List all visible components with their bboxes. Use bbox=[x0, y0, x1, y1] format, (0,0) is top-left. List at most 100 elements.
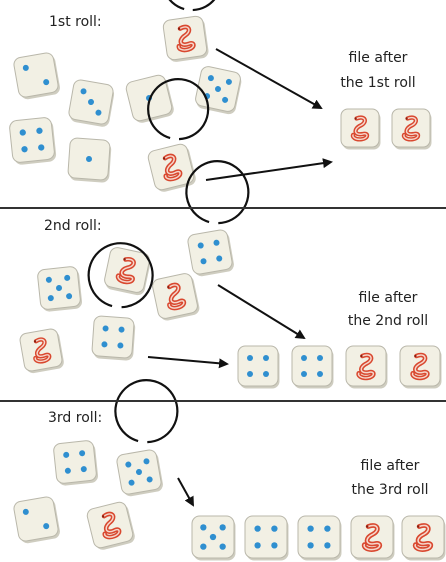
pip bbox=[21, 146, 28, 153]
pip bbox=[118, 326, 125, 333]
pip bbox=[324, 542, 331, 549]
pip bbox=[254, 542, 261, 549]
file-3-die bbox=[244, 515, 289, 561]
roll-2-arrow-b bbox=[147, 356, 229, 369]
roll-2-die bbox=[104, 247, 151, 296]
pip bbox=[80, 88, 87, 95]
pip bbox=[200, 258, 207, 265]
pip bbox=[86, 156, 92, 162]
file-2-die bbox=[291, 345, 334, 389]
roll-3-die bbox=[13, 496, 60, 544]
pip bbox=[66, 293, 73, 300]
roll-1-die bbox=[162, 15, 209, 62]
highlight-ring bbox=[87, 242, 154, 309]
roll-1-arrow-b bbox=[205, 158, 333, 181]
pip bbox=[64, 274, 71, 281]
roll-3-label: 3rd roll: bbox=[48, 410, 103, 426]
pip bbox=[225, 78, 232, 85]
pip bbox=[213, 239, 220, 246]
roll-1-arrow-a bbox=[215, 48, 323, 109]
divider-2 bbox=[0, 400, 446, 402]
file-1-die bbox=[340, 108, 381, 150]
roll-2-die bbox=[37, 266, 83, 312]
roll-1-die bbox=[125, 74, 174, 123]
pip bbox=[36, 127, 43, 134]
worm-icon bbox=[162, 153, 183, 182]
pip bbox=[271, 525, 278, 532]
pip bbox=[102, 325, 109, 332]
pip bbox=[64, 467, 71, 474]
roll-1-die bbox=[68, 79, 115, 127]
file-3-die bbox=[191, 515, 236, 561]
pip bbox=[47, 295, 54, 302]
roll-1-die bbox=[67, 137, 112, 183]
pip bbox=[247, 355, 253, 361]
pip bbox=[95, 109, 102, 116]
roll-2-label: 2nd roll: bbox=[44, 218, 102, 234]
roll-1-die bbox=[147, 143, 196, 192]
pip bbox=[22, 64, 29, 71]
pip bbox=[43, 523, 50, 530]
roll-3-arrow bbox=[177, 477, 194, 507]
highlight-ring bbox=[114, 379, 179, 444]
pip bbox=[128, 479, 135, 486]
divider-1 bbox=[0, 207, 446, 209]
pip bbox=[88, 99, 94, 105]
file-2-label-line2: the 2nd roll bbox=[347, 313, 429, 329]
file-1-label-line2: the 1st roll bbox=[340, 75, 416, 91]
file-3-die bbox=[401, 515, 446, 561]
roll-2-die bbox=[91, 315, 136, 361]
pip bbox=[317, 371, 323, 377]
worm-icon bbox=[176, 24, 196, 53]
worm-icon bbox=[167, 282, 187, 311]
pip bbox=[301, 355, 307, 361]
pip bbox=[317, 355, 323, 361]
highlight-ring bbox=[168, 0, 216, 12]
file-1-label-line1: file after bbox=[348, 50, 408, 66]
worm-icon bbox=[356, 352, 376, 381]
pip bbox=[219, 524, 226, 531]
file-3-die bbox=[350, 515, 395, 561]
pip bbox=[307, 525, 314, 532]
pip bbox=[19, 129, 26, 136]
highlight-ring bbox=[185, 160, 250, 225]
pip bbox=[263, 371, 269, 377]
file-3-label-line2: the 3rd roll bbox=[351, 482, 429, 498]
worm-icon bbox=[115, 256, 136, 285]
pip bbox=[209, 533, 217, 541]
pip bbox=[63, 451, 70, 458]
worm-icon bbox=[350, 115, 370, 142]
pip bbox=[197, 242, 204, 249]
roll-2-die bbox=[187, 229, 234, 277]
pip bbox=[125, 461, 132, 468]
file-3-die bbox=[297, 515, 342, 561]
roll-1-die bbox=[9, 117, 57, 165]
pip bbox=[38, 144, 45, 151]
roll-2-die bbox=[19, 328, 64, 374]
file-2-die bbox=[345, 345, 388, 389]
worm-icon bbox=[101, 511, 122, 540]
pip bbox=[143, 458, 150, 465]
worm-icon bbox=[33, 337, 52, 364]
file-3-label-line1: file after bbox=[360, 458, 420, 474]
pip bbox=[56, 285, 62, 291]
pip bbox=[254, 525, 261, 532]
pip bbox=[79, 450, 86, 457]
worm-icon bbox=[410, 352, 430, 381]
pip bbox=[247, 371, 253, 377]
worm-icon bbox=[401, 115, 421, 142]
pip bbox=[216, 255, 223, 262]
worm-icon bbox=[412, 523, 434, 552]
roll-2-die bbox=[152, 273, 200, 321]
roll-3-die bbox=[86, 501, 135, 550]
pip bbox=[117, 342, 124, 349]
file-2-die bbox=[399, 345, 442, 389]
pip bbox=[101, 341, 108, 348]
pip bbox=[43, 79, 50, 86]
roll-2-arrow-a bbox=[217, 284, 306, 340]
pip bbox=[301, 371, 307, 377]
pip bbox=[207, 75, 214, 82]
pip bbox=[219, 543, 226, 550]
pip bbox=[136, 469, 142, 475]
